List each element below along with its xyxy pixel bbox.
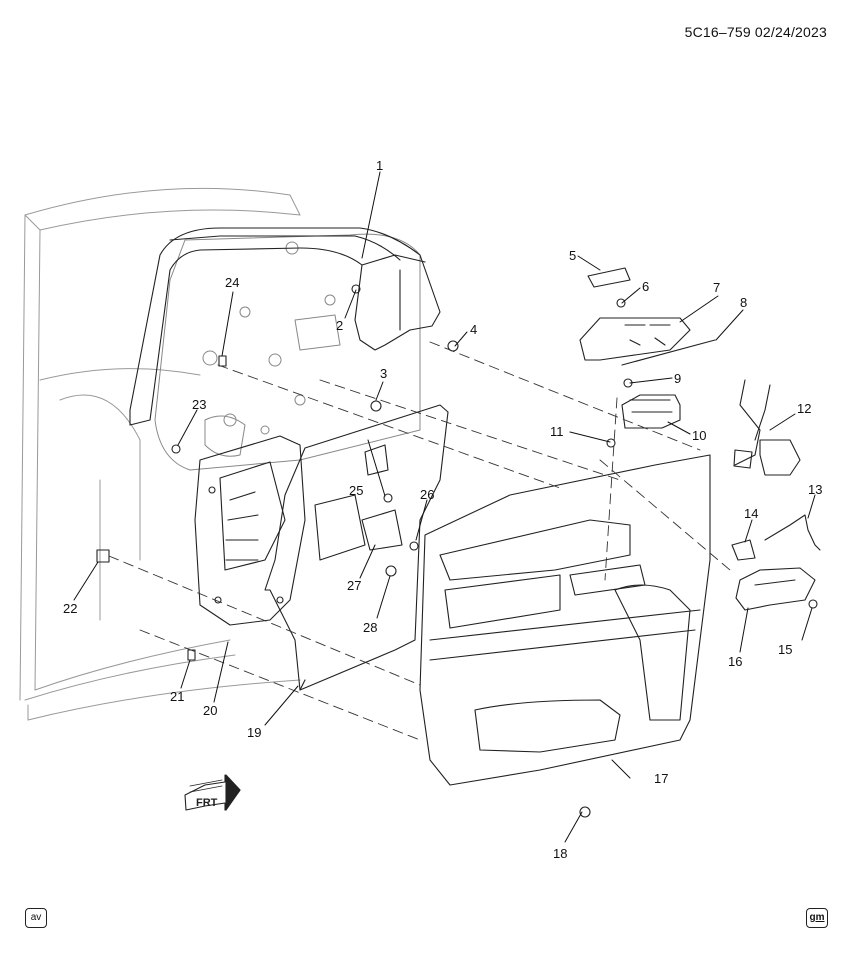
leader-lines — [73, 171, 816, 843]
switch-bezel-part-7 — [579, 317, 691, 361]
rod-part-8 — [621, 339, 716, 366]
callout-26: 26 — [420, 487, 434, 502]
callout-9: 9 — [674, 371, 681, 386]
callout-8: 8 — [740, 295, 747, 310]
callout-21: 21 — [170, 689, 184, 704]
alignment-lines — [108, 341, 731, 741]
callout-numbers: 1 2 3 4 5 6 7 8 9 10 11 12 13 14 15 16 1… — [63, 158, 822, 861]
callout-13: 13 — [808, 482, 822, 497]
bracket-part-27 — [361, 509, 403, 551]
callout-4: 4 — [470, 322, 477, 337]
callout-6: 6 — [642, 279, 649, 294]
diagram-code-date: 5C16–759 02/24/2023 — [684, 24, 827, 40]
pad-part-5 — [587, 267, 631, 288]
callout-2: 2 — [336, 318, 343, 333]
window-trim-part-1 — [129, 227, 441, 426]
callout-22: 22 — [63, 601, 77, 616]
callout-27: 27 — [347, 578, 361, 593]
callout-25: 25 — [349, 483, 363, 498]
callout-3: 3 — [380, 366, 387, 381]
handle-part-16 — [735, 567, 816, 611]
callout-19: 19 — [247, 725, 261, 740]
front-direction-label: FRT — [196, 797, 218, 809]
gm-logo-badge: gm — [806, 908, 828, 928]
callout-28: 28 — [363, 620, 377, 635]
sound-barrier-part-19 — [264, 404, 449, 691]
latch-part-14 — [731, 539, 756, 561]
door-frame — [19, 187, 301, 721]
trim-panel-part-17 — [419, 454, 711, 786]
front-direction-arrow — [184, 774, 241, 811]
callout-12: 12 — [797, 401, 811, 416]
callout-24: 24 — [225, 275, 239, 290]
callout-16: 16 — [728, 654, 742, 669]
callout-20: 20 — [203, 703, 217, 718]
wire-harness-part-12 — [733, 379, 801, 476]
callout-15: 15 — [778, 642, 792, 657]
harness-part-13 — [764, 514, 821, 551]
inner-door-panel — [154, 233, 421, 471]
callout-7: 7 — [713, 280, 720, 295]
callout-14: 14 — [744, 506, 758, 521]
callout-10: 10 — [692, 428, 706, 443]
callout-17: 17 — [654, 771, 668, 786]
callout-11: 11 — [550, 424, 564, 439]
av-badge: av — [25, 908, 47, 928]
window-switch-part-10 — [621, 394, 681, 429]
callout-1: 1 — [376, 158, 383, 173]
callout-23: 23 — [192, 397, 206, 412]
callout-18: 18 — [553, 846, 567, 861]
callout-5: 5 — [569, 248, 576, 263]
